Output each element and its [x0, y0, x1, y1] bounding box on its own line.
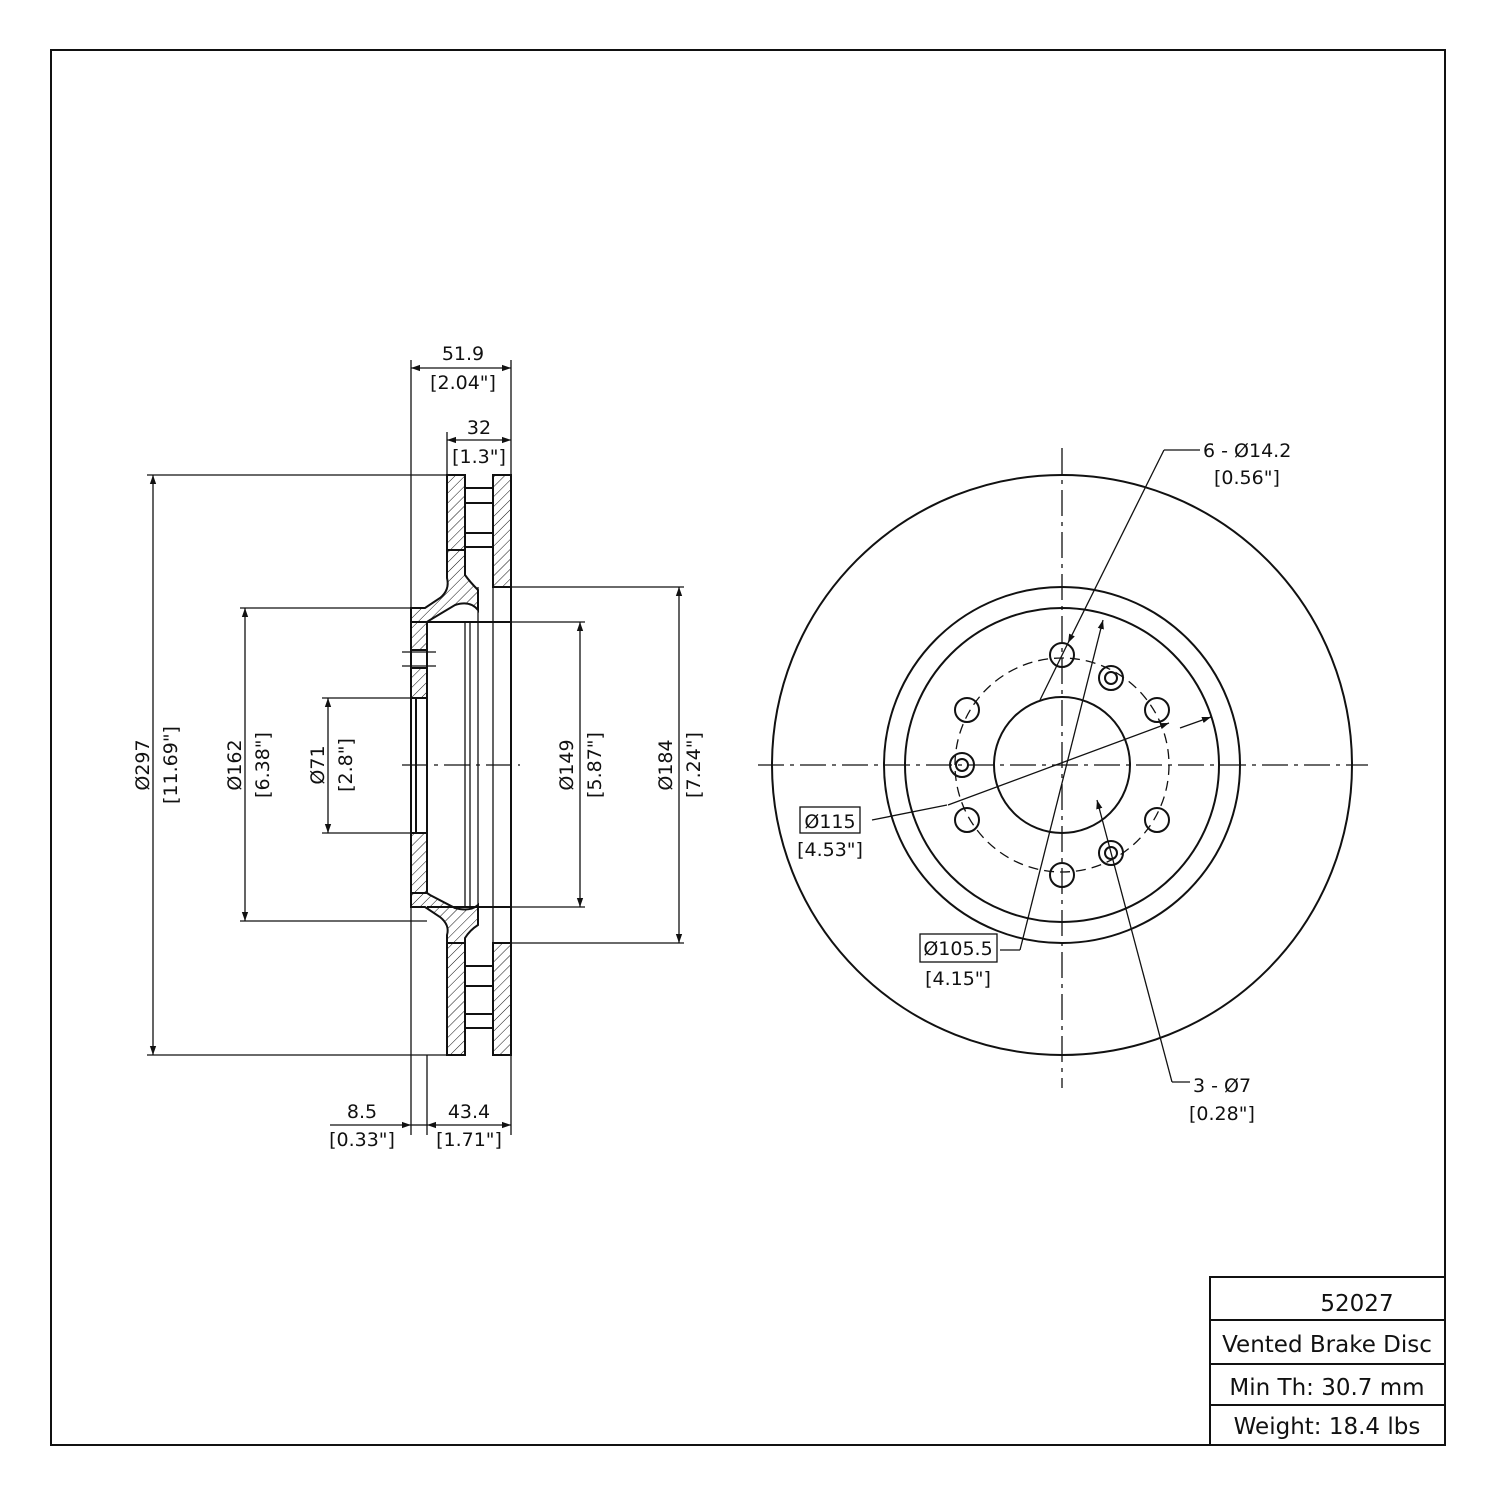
center-bore-in: [2.8"]	[335, 738, 357, 792]
vane-inner-diameter-in: [7.24"]	[683, 732, 705, 798]
mounting-face-lower	[410, 832, 428, 894]
bolt-holes-label: 6 - Ø14.2	[1203, 440, 1291, 462]
bolt-holes	[954, 642, 1170, 888]
bolt-hole	[954, 807, 980, 833]
section-view: 51.9 [2.04"] 32 [1.3"] Ø297 [11.69"] Ø16…	[132, 343, 705, 1151]
small-holes	[949, 665, 1124, 866]
friction-ring-inner-edge	[883, 586, 1241, 944]
mounting-face-mid-upper	[410, 667, 428, 699]
bolt-holes-in: [0.56"]	[1214, 467, 1280, 489]
outboard-plate-bottom	[446, 942, 466, 1056]
bolt-circle-b-mm: Ø105.5	[923, 938, 992, 960]
inner-diameter-mm: Ø149	[556, 739, 578, 790]
hat-outer-edge	[904, 607, 1220, 923]
inboard-plate-bottom	[492, 942, 512, 1056]
hat-neck-top	[410, 549, 479, 623]
drawing-frame	[50, 49, 1446, 1446]
center-bore	[993, 696, 1131, 834]
rotor-outer-edge	[771, 474, 1353, 1056]
part-description: Vented Brake Disc	[1222, 1332, 1432, 1358]
bolt-hole	[1144, 807, 1170, 833]
part-number: 52027	[1320, 1291, 1393, 1317]
hat-height-in: [1.71"]	[436, 1129, 502, 1151]
vane-slots	[464, 487, 494, 1029]
bolt-circle-b-in: [4.15"]	[925, 968, 991, 990]
bolt-hole	[1049, 862, 1075, 888]
bolt-circle-a-box	[799, 806, 861, 834]
weight: Weight: 18.4 lbs	[1234, 1414, 1421, 1440]
face-view: 6 - Ø14.2 [0.56"] Ø115 [4.53"] Ø105.5 [4…	[758, 440, 1368, 1125]
outer-diameter-mm: Ø297	[132, 739, 154, 790]
bolt-hole	[954, 697, 980, 723]
mounting-face-upper	[410, 621, 428, 651]
overall-width-mm: 51.9	[442, 343, 484, 365]
bolt-circle	[954, 657, 1170, 873]
vane-inner-diameter-mm: Ø184	[655, 739, 677, 790]
inner-diameter-in: [5.87"]	[584, 732, 606, 798]
center-bore-mm: Ø71	[307, 745, 329, 784]
rotor-width-mm: 32	[467, 417, 491, 439]
small-holes-in: [0.28"]	[1189, 1103, 1255, 1125]
min-thickness: Min Th: 30.7 mm	[1229, 1375, 1424, 1401]
overall-width-in: [2.04"]	[430, 372, 496, 394]
hat-thickness-in: [0.33"]	[329, 1129, 395, 1151]
hat-diameter-in: [6.38"]	[252, 732, 274, 798]
bolt-circle-a-in: [4.53"]	[797, 839, 863, 861]
title-block: 52027 Vented Brake Disc Min Th: 30.7 mm …	[1209, 1276, 1446, 1446]
bolt-hole	[1144, 697, 1170, 723]
hat-height-mm: 43.4	[448, 1101, 490, 1123]
hat-neck-bottom	[410, 892, 479, 944]
inboard-plate-top	[492, 474, 512, 588]
small-holes-label: 3 - Ø7	[1193, 1075, 1251, 1097]
bolt-circle-b-box	[919, 933, 998, 963]
bolt-hole	[1049, 642, 1075, 668]
hat-thickness-mm: 8.5	[347, 1101, 377, 1123]
hat-diameter-mm: Ø162	[224, 739, 246, 790]
outer-diameter-in: [11.69"]	[160, 726, 182, 804]
rotor-width-in: [1.3"]	[452, 446, 506, 468]
bolt-circle-a-mm: Ø115	[804, 811, 855, 833]
outboard-plate-top	[446, 474, 466, 551]
